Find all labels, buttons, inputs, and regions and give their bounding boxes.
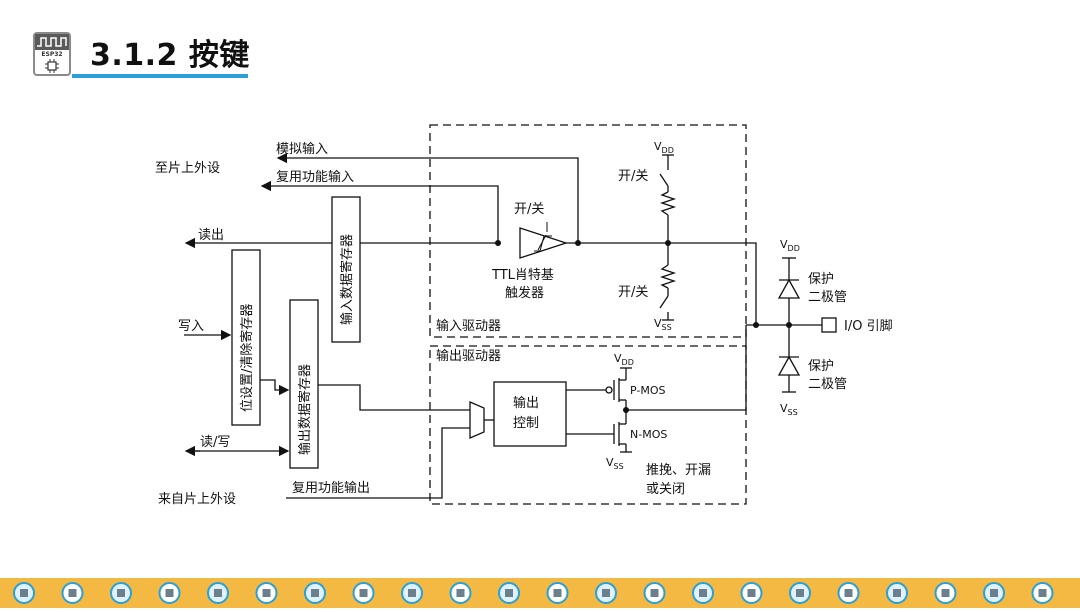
input-to-pin-wire (668, 242, 757, 325)
input-driver-box (429, 124, 747, 338)
label-protection-bottom-2: 二极管 (808, 377, 847, 392)
chip-icon (595, 582, 617, 604)
chip-icon (546, 582, 569, 604)
schmitt-trigger (519, 227, 569, 259)
footer-chip-icons (13, 582, 1054, 604)
label-input-vss: VSS (654, 317, 672, 332)
esp32-logo: ESP32 (33, 32, 71, 76)
label-schmitt-switch: 开/关 (514, 202, 544, 217)
title-underline (72, 74, 248, 78)
chip-icon (401, 582, 423, 604)
pullup-switch (659, 173, 669, 187)
label-pmos: P-MOS (630, 384, 666, 397)
alt-func-output-wire (286, 427, 470, 499)
label-schmitt-line1: TTL肖特基 (491, 268, 554, 283)
label-bit-set-reset-register: 位设置/清除寄存器 (239, 304, 255, 412)
label-pullup-switch: 开/关 (618, 169, 648, 184)
chip-icon (643, 582, 666, 604)
chip-icon (498, 582, 520, 604)
chip-icon (886, 582, 908, 604)
label-output-control-2: 控制 (513, 416, 539, 431)
label-output-vss: VSS (606, 456, 624, 471)
chip-icon (1031, 582, 1054, 604)
chip-icon (449, 582, 472, 604)
analog-input-wire (276, 152, 579, 243)
chip-icon (207, 582, 229, 604)
label-write: 写入 (178, 319, 204, 334)
output-data-register (289, 299, 319, 469)
chip-icon (934, 582, 957, 604)
label-output-mode-1: 推挽、开漏 (646, 462, 711, 478)
chip-icon (61, 582, 84, 604)
label-output-control-1: 输出 (513, 395, 539, 411)
chip-icon (789, 582, 811, 604)
logo-pulse-bar (35, 34, 69, 50)
logo-text: ESP32 (41, 51, 63, 58)
label-input-data-register: 输入数据寄存器 (339, 234, 355, 325)
chip-icon (158, 582, 181, 604)
label-from-peripheral: 来自片上外设 (158, 492, 236, 507)
label-schmitt-line2: 触发器 (505, 285, 544, 301)
bit-set-reset-register (231, 249, 261, 426)
chip-icon (110, 582, 132, 604)
output-driver-box (429, 345, 747, 505)
footer-band (0, 578, 1080, 608)
pulse-icon (37, 37, 67, 47)
label-output-mode-2: 或关闭 (646, 482, 685, 497)
chip-icon (45, 59, 59, 73)
chip-icon (983, 582, 1005, 604)
pulldown-resistor (659, 264, 677, 289)
label-protection-top-2: 二极管 (808, 290, 847, 305)
label-analog-input: 模拟输入 (276, 141, 328, 157)
pulldown-switch (659, 295, 669, 309)
label-nmos: N-MOS (630, 428, 667, 441)
label-alt-func-input: 复用功能输入 (276, 169, 354, 185)
chip-icon (255, 582, 278, 604)
pullup-resistor (659, 191, 677, 216)
label-read: 读出 (198, 228, 224, 243)
output-mux (469, 401, 485, 439)
alt-func-input-wire (260, 180, 499, 243)
output-control-block (493, 381, 567, 447)
label-input-vdd: VDD (654, 140, 674, 155)
label-output-vdd: VDD (614, 352, 634, 367)
label-protection-vss: VSS (780, 402, 798, 417)
label-protection-vdd: VDD (780, 238, 800, 253)
chip-icon (352, 582, 375, 604)
label-io-pin: I/O 引脚 (844, 318, 893, 334)
label-protection-top-1: 保护 (808, 272, 834, 287)
label-protection-bottom-1: 保护 (808, 359, 834, 374)
output-to-pin-wire (626, 325, 747, 411)
label-input-driver: 输入驱动器 (436, 318, 501, 334)
chip-icon (304, 582, 326, 604)
label-output-driver: 输出驱动器 (436, 348, 501, 364)
chip-icon (740, 582, 763, 604)
label-alt-func-output: 复用功能输出 (292, 480, 370, 496)
top-protection-diode (777, 278, 801, 299)
chip-icon (837, 582, 860, 604)
io-pin-box (821, 317, 837, 333)
page-title: 3.1.2 按键 (90, 38, 250, 73)
label-to-peripheral: 至片上外设 (155, 161, 220, 176)
chip-icon (692, 582, 714, 604)
bottom-protection-diode (777, 355, 801, 376)
label-read-write: 读/写 (200, 435, 230, 450)
chip-icon (13, 582, 35, 604)
input-data-register (331, 196, 361, 343)
label-pulldown-switch: 开/关 (618, 285, 648, 300)
label-output-data-register: 输出数据寄存器 (297, 364, 313, 455)
